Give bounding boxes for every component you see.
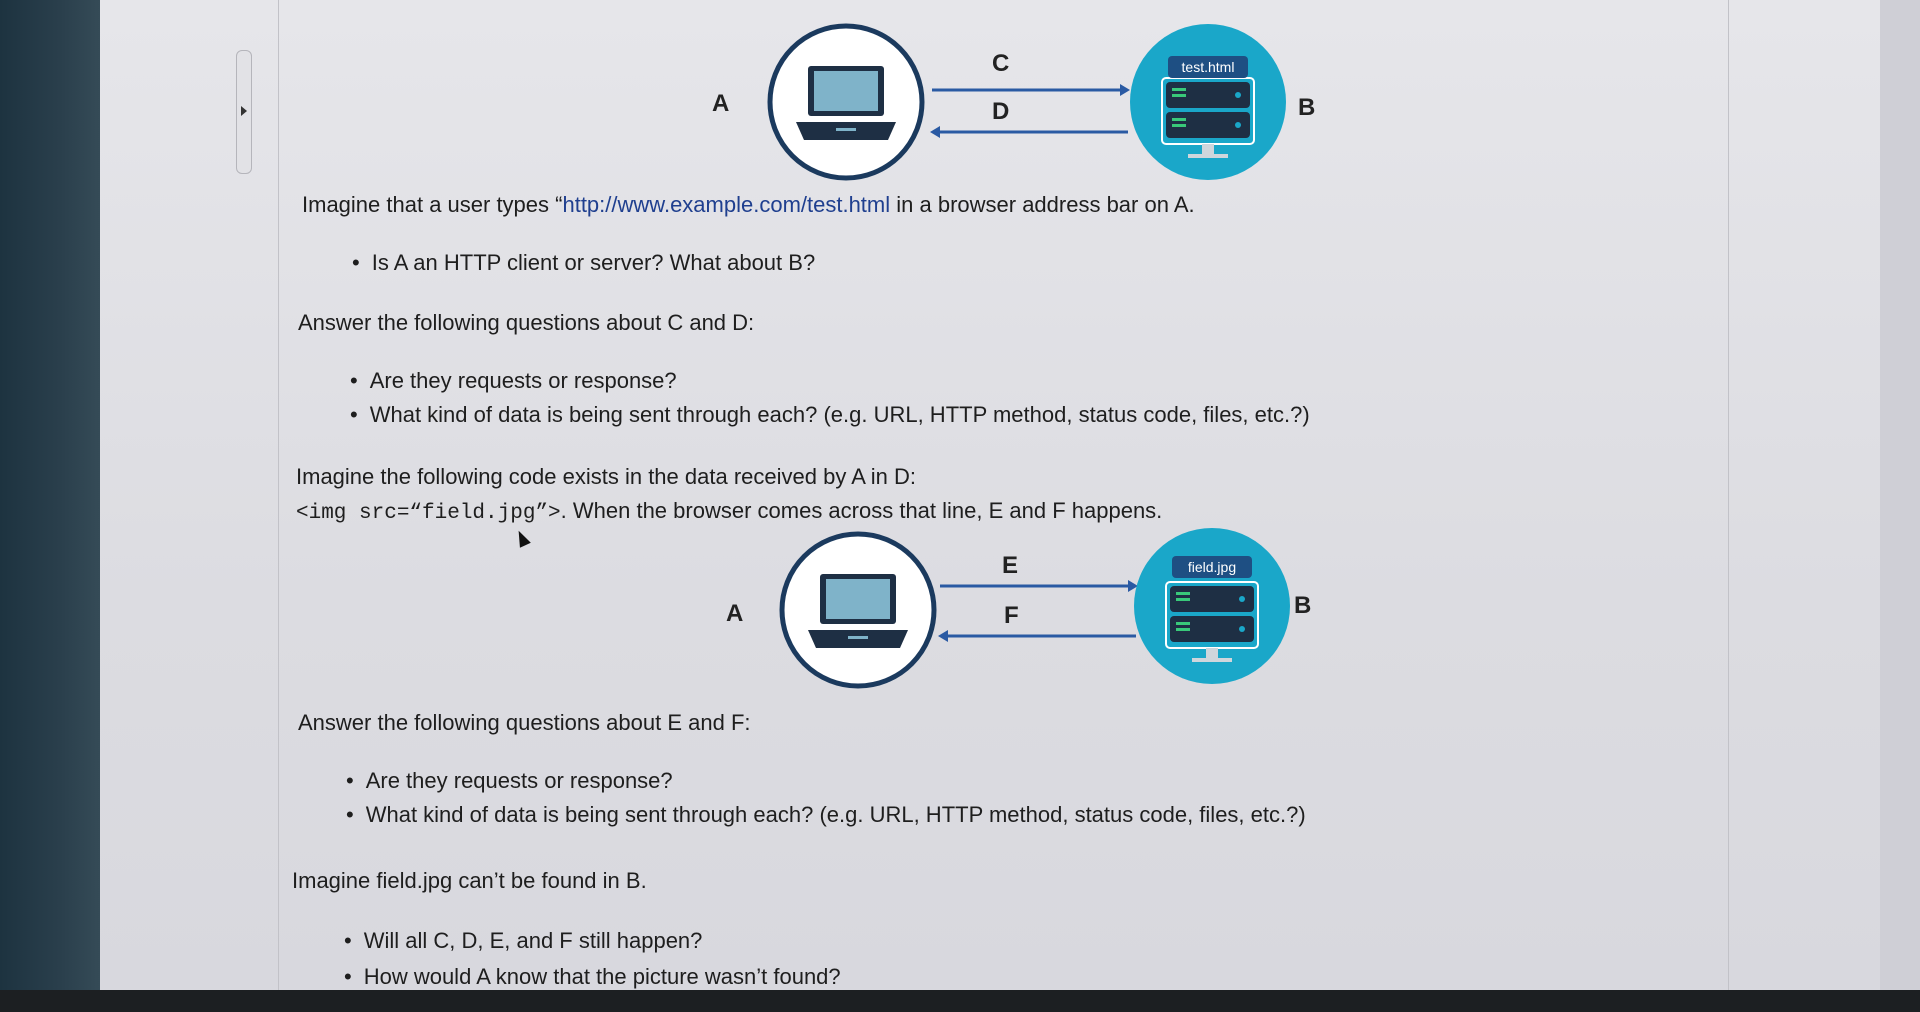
server-label: B	[1298, 94, 1316, 121]
response-arrow-label: F	[1004, 602, 1019, 629]
list-item-text: What kind of data is being sent through …	[365, 802, 1306, 827]
document-page	[100, 0, 1880, 1000]
cd-heading: Answer the following questions about C a…	[298, 310, 755, 335]
list-item: • Will all C, D, E, and F still happen?	[344, 928, 702, 954]
server-icon	[1130, 24, 1286, 180]
monitor-bezel-bottom	[0, 990, 1920, 1012]
server-label: B	[1294, 592, 1312, 619]
response-arrow	[930, 126, 1128, 138]
intro-sentence: Imagine that a user types “http://www.ex…	[302, 192, 1195, 218]
http-diagram-2: A E F field.jpg B	[712, 526, 1352, 696]
request-arrow	[932, 84, 1130, 96]
bullet-icon: •	[346, 802, 354, 827]
page-margin-left	[278, 0, 279, 1000]
example-url-link[interactable]: http://www.example.com/test.html	[562, 192, 891, 217]
bullet-icon: •	[344, 964, 352, 989]
laptop-icon	[767, 23, 925, 181]
server-file-tag: test.html	[1168, 56, 1248, 78]
list-item: • What kind of data is being sent through…	[346, 802, 1306, 828]
client-label: A	[712, 90, 730, 117]
code-intro: Imagine the following code exists in the…	[296, 464, 917, 489]
list-item-text: Is A an HTTP client or server? What abou…	[371, 250, 816, 275]
list-item: • Are they requests or response?	[346, 768, 673, 794]
list-item: • Is A an HTTP client or server? What abo…	[352, 250, 815, 276]
list-item-text: Will all C, D, E, and F still happen?	[363, 928, 703, 953]
missing-intro: Imagine field.jpg can’t be found in B.	[292, 868, 647, 893]
client-label: A	[726, 600, 744, 627]
list-item-text: Are they requests or response?	[365, 768, 673, 793]
server-file-tag: field.jpg	[1172, 556, 1252, 578]
list-item: • How would A know that the picture wasn’…	[344, 964, 841, 990]
code-snippet: <img src=“field.jpg”>	[296, 502, 561, 525]
list-item-text: What kind of data is being sent through …	[369, 402, 1310, 427]
code-line-text: . When the browser comes across that lin…	[560, 498, 1163, 523]
list-item: • What kind of data is being sent through…	[350, 402, 1310, 428]
request-arrow-label: E	[1002, 552, 1019, 579]
response-arrow	[938, 630, 1136, 642]
bullet-icon: •	[350, 402, 358, 427]
list-item: • Are they requests or response?	[350, 368, 677, 394]
intro-prefix: Imagine that a user types “	[302, 192, 563, 217]
request-arrow	[940, 580, 1138, 592]
sidebar-toggle[interactable]	[236, 50, 252, 174]
bullet-icon: •	[352, 250, 360, 275]
laptop-icon	[779, 531, 937, 689]
caret-right-icon	[241, 106, 247, 116]
bullet-icon: •	[344, 928, 352, 953]
page-margin-right	[1728, 0, 1729, 1000]
http-diagram-1: A C D test.html B	[700, 20, 1340, 190]
request-arrow-label: C	[992, 50, 1010, 77]
bullet-icon: •	[350, 368, 358, 393]
monitor-bezel-right	[1880, 0, 1920, 1012]
code-line: <img src=“field.jpg”>. When the browser …	[296, 498, 1162, 525]
list-item-text: How would A know that the picture wasn’t…	[363, 964, 841, 989]
intro-suffix: in a browser address bar on A.	[890, 192, 1195, 217]
response-arrow-label: D	[992, 98, 1010, 125]
server-icon	[1134, 528, 1290, 684]
ef-heading: Answer the following questions about E a…	[298, 710, 751, 735]
list-item-text: Are they requests or response?	[369, 368, 677, 393]
bullet-icon: •	[346, 768, 354, 793]
monitor-bezel-left	[0, 0, 100, 1012]
